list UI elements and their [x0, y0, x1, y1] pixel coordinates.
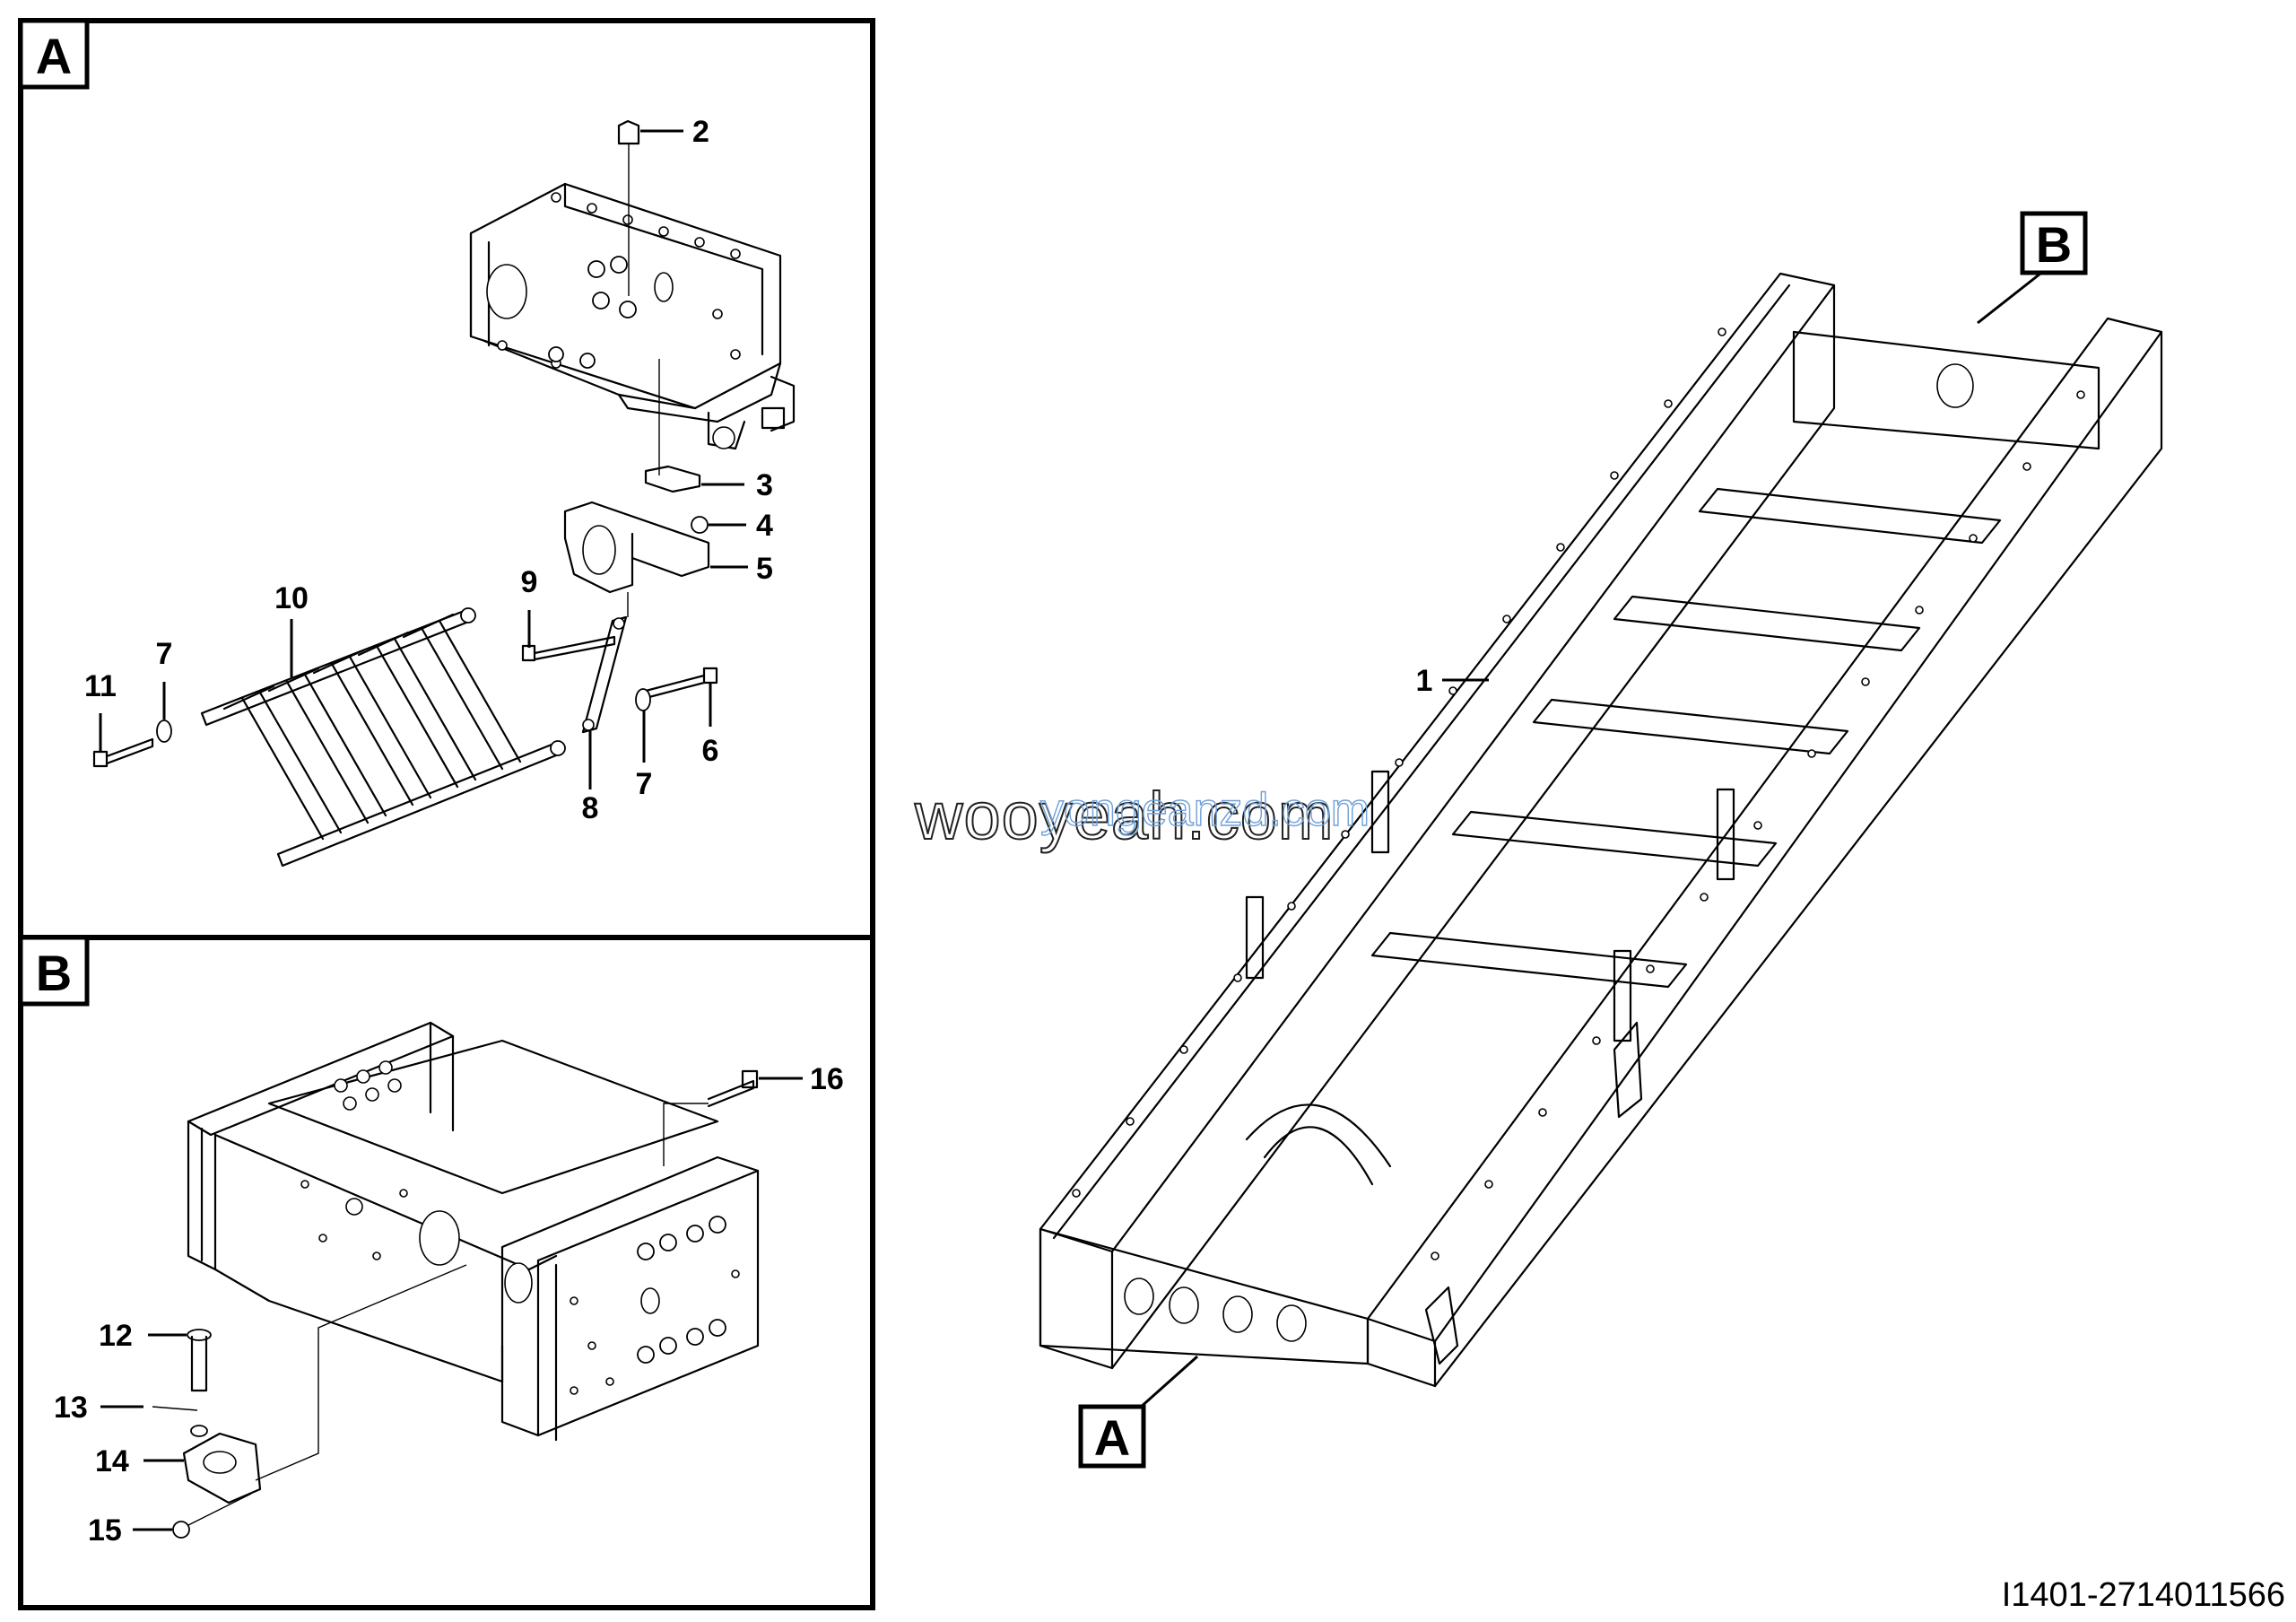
cross-member-4 — [1613, 595, 1921, 652]
bolt-16 — [707, 1069, 759, 1108]
bolt-6 — [644, 667, 718, 700]
callout-5: 5 — [756, 552, 773, 586]
rail-holes — [1072, 327, 2085, 1260]
chassis-frame — [1039, 272, 2163, 1388]
pin-12 — [187, 1329, 212, 1392]
mounting-bracket — [469, 182, 796, 450]
callout-4: 4 — [756, 509, 773, 543]
callout-12: 12 — [99, 1319, 133, 1353]
main-tag-b: B — [2036, 216, 2072, 273]
callout-10: 10 — [274, 581, 309, 615]
callout-7-left: 7 — [156, 637, 173, 671]
callout-13: 13 — [54, 1391, 88, 1425]
washer-7-left — [156, 719, 172, 743]
document-id: I1401-2714011566 — [2002, 1576, 2285, 1614]
panel-a-tag: A — [36, 28, 72, 84]
cross-member-2 — [1451, 810, 1778, 868]
callout-8: 8 — [582, 791, 599, 825]
panel-b-frame — [18, 935, 875, 1610]
bolt-9 — [521, 635, 616, 662]
callout-6: 6 — [702, 734, 719, 768]
hinge-bracket-14 — [182, 1425, 262, 1504]
callout-7-right: 7 — [636, 767, 653, 801]
main-tag-a-box — [1078, 1404, 1146, 1469]
leader-tag-b — [1977, 272, 2041, 325]
leader-tag-a — [1138, 1355, 1198, 1410]
callout-14: 14 — [95, 1444, 129, 1478]
hook-bracket-5 — [563, 501, 710, 594]
bolt-11 — [92, 737, 154, 768]
cross-member-5 — [1698, 487, 2002, 545]
watermark-primary: wooyeah.com — [914, 779, 1335, 853]
detail-panel-b: B — [18, 935, 875, 1610]
left-rail — [1039, 272, 1836, 1253]
panel-b-tag-box — [18, 935, 90, 1007]
callout-3: 3 — [756, 468, 773, 502]
front-cross-member — [1792, 330, 2100, 450]
callout-9: 9 — [521, 565, 538, 599]
cross-member — [187, 1021, 719, 1383]
panel-a-tag-box — [18, 18, 90, 90]
link-8 — [581, 592, 629, 734]
detail-panel-a: A — [18, 18, 875, 940]
main-tag-a: A — [1094, 1409, 1130, 1466]
callout-2: 2 — [692, 115, 709, 149]
tow-hook — [1424, 1286, 1459, 1365]
rear-end-plate — [1039, 1227, 1370, 1365]
cross-member-3 — [1532, 698, 1849, 755]
clip-13 — [152, 1406, 198, 1411]
washer-7-right — [635, 688, 651, 711]
nut-15 — [172, 1521, 190, 1539]
watermark-secondary: yongeanzd.com — [1040, 784, 1370, 836]
plate-3 — [644, 465, 701, 493]
cross-member-1 — [1370, 931, 1688, 989]
center-arch — [1245, 1103, 1392, 1168]
callout-15: 15 — [88, 1513, 122, 1548]
bolt-2 — [617, 119, 640, 296]
step-ladder-10 — [200, 607, 566, 868]
frame-rail-b — [500, 1155, 760, 1442]
callout-11: 11 — [84, 669, 117, 703]
callout-1: 1 — [1416, 664, 1433, 698]
callout-16: 16 — [810, 1062, 844, 1096]
panel-b-tag: B — [36, 945, 72, 1001]
nut-4 — [691, 516, 709, 534]
main-tag-b-box — [2020, 211, 2088, 275]
